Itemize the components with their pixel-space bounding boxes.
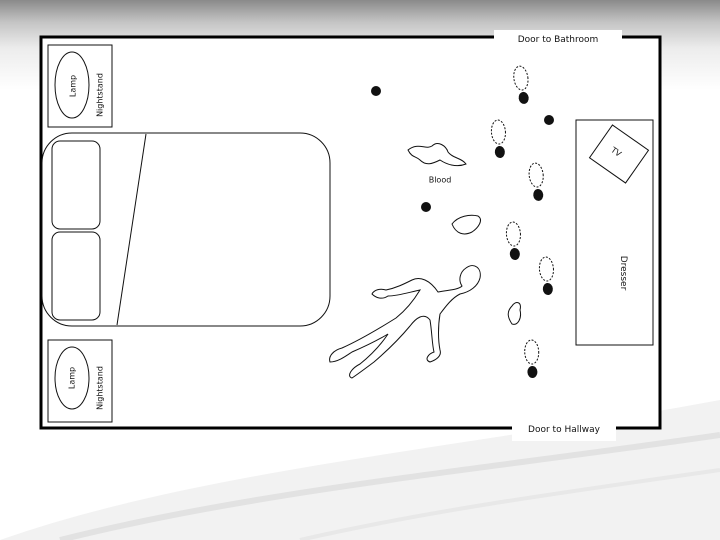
dresser-label: Dresser bbox=[618, 255, 628, 291]
body-outline-icon bbox=[329, 265, 481, 379]
blood-stain-icon bbox=[507, 302, 521, 325]
door-hallway-label: Door to Hallway bbox=[528, 425, 600, 435]
footprint-icon bbox=[528, 162, 544, 201]
evidence-dot-icon bbox=[544, 115, 554, 125]
bed bbox=[41, 132, 331, 327]
tv bbox=[588, 124, 650, 184]
door-hallway: Door to Hallway bbox=[512, 419, 616, 441]
evidence-dot-icon bbox=[421, 202, 431, 212]
blood-label: Blood bbox=[428, 175, 452, 185]
blood-stain-icon bbox=[407, 143, 467, 167]
blood-stain-icon bbox=[451, 214, 481, 235]
footprint-icon bbox=[490, 119, 506, 158]
nightstand-top-label: Nightstand bbox=[95, 73, 105, 117]
lamp-bottom-label: Lamp bbox=[67, 366, 77, 390]
pillow-top bbox=[51, 140, 101, 230]
bed-sheet-fold bbox=[116, 133, 147, 326]
lamp-top-label: Lamp bbox=[68, 74, 78, 98]
footprint-icon bbox=[524, 339, 540, 378]
pillow-bottom bbox=[51, 231, 101, 321]
footprint-icon bbox=[538, 256, 554, 295]
evidence-dot-icon bbox=[371, 86, 381, 96]
footprint-icon bbox=[505, 221, 521, 260]
door-bathroom: Door to Bathroom bbox=[494, 30, 622, 50]
door-bathroom-label: Door to Bathroom bbox=[517, 35, 599, 45]
footprint-icon bbox=[513, 65, 529, 104]
lamp-top-icon bbox=[54, 51, 90, 119]
lamp-bottom-icon bbox=[54, 346, 90, 410]
nightstand-bottom-label: Nightstand bbox=[95, 366, 105, 410]
